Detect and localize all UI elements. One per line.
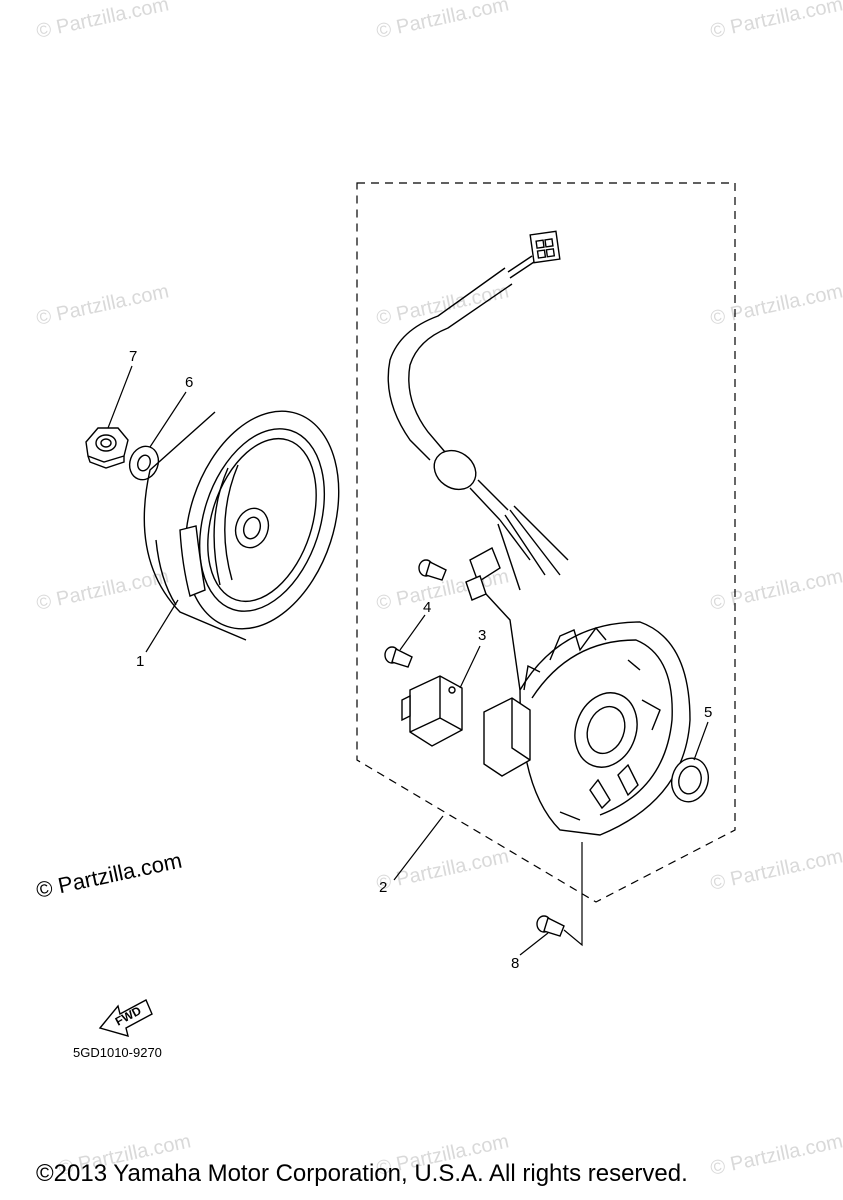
wire-harness xyxy=(387,230,569,591)
callout-6: 6 xyxy=(185,374,193,391)
fwd-arrow-icon: FWD xyxy=(98,999,153,1038)
part-5-seal xyxy=(671,757,709,803)
watermark: © Partzilla.com xyxy=(708,0,843,43)
pickup-coil xyxy=(465,547,521,691)
watermark: © Partzilla.com xyxy=(708,280,843,330)
part-8-screw xyxy=(536,915,565,937)
assembly-boundary xyxy=(356,182,736,903)
callout-2: 2 xyxy=(379,879,387,896)
watermark: © Partzilla.com xyxy=(34,565,170,615)
diagram-code: 5GD1010-9270 xyxy=(73,1045,162,1060)
watermark: © Partzilla.com xyxy=(708,565,843,615)
watermarks: © Partzilla.com © Partzilla.com © Partzi… xyxy=(34,0,843,1180)
callout-4: 4 xyxy=(423,599,431,616)
watermark: © Partzilla.com xyxy=(34,280,170,330)
watermark: © Partzilla.com xyxy=(34,0,170,43)
watermark: © Partzilla.com xyxy=(708,1130,843,1180)
part-7-nut xyxy=(85,427,129,469)
callout-3: 3 xyxy=(478,627,486,644)
watermark: © Partzilla.com xyxy=(374,0,510,43)
callout-1: 1 xyxy=(136,653,144,670)
callout-numbers: 1 2 3 4 5 6 7 8 xyxy=(129,348,712,972)
part-3-coil xyxy=(401,675,463,747)
part-4-screw xyxy=(384,646,413,668)
leader-lines xyxy=(107,365,709,956)
watermark: © Partzilla.com xyxy=(374,845,510,895)
part-2-stator xyxy=(483,621,691,836)
watermark: © Partzilla.com xyxy=(708,845,843,895)
copyright-notice: ©2013 Yamaha Motor Corporation, U.S.A. A… xyxy=(36,1160,688,1187)
part-6-washer xyxy=(128,445,160,481)
watermark: © Partzilla.com xyxy=(374,280,510,330)
watermark-main: © Partzilla.com xyxy=(34,848,184,903)
callout-7: 7 xyxy=(129,348,137,365)
callout-8: 8 xyxy=(511,955,519,972)
part-1-rotor xyxy=(143,410,340,641)
callout-5: 5 xyxy=(704,704,712,721)
screw-upper xyxy=(418,559,447,581)
